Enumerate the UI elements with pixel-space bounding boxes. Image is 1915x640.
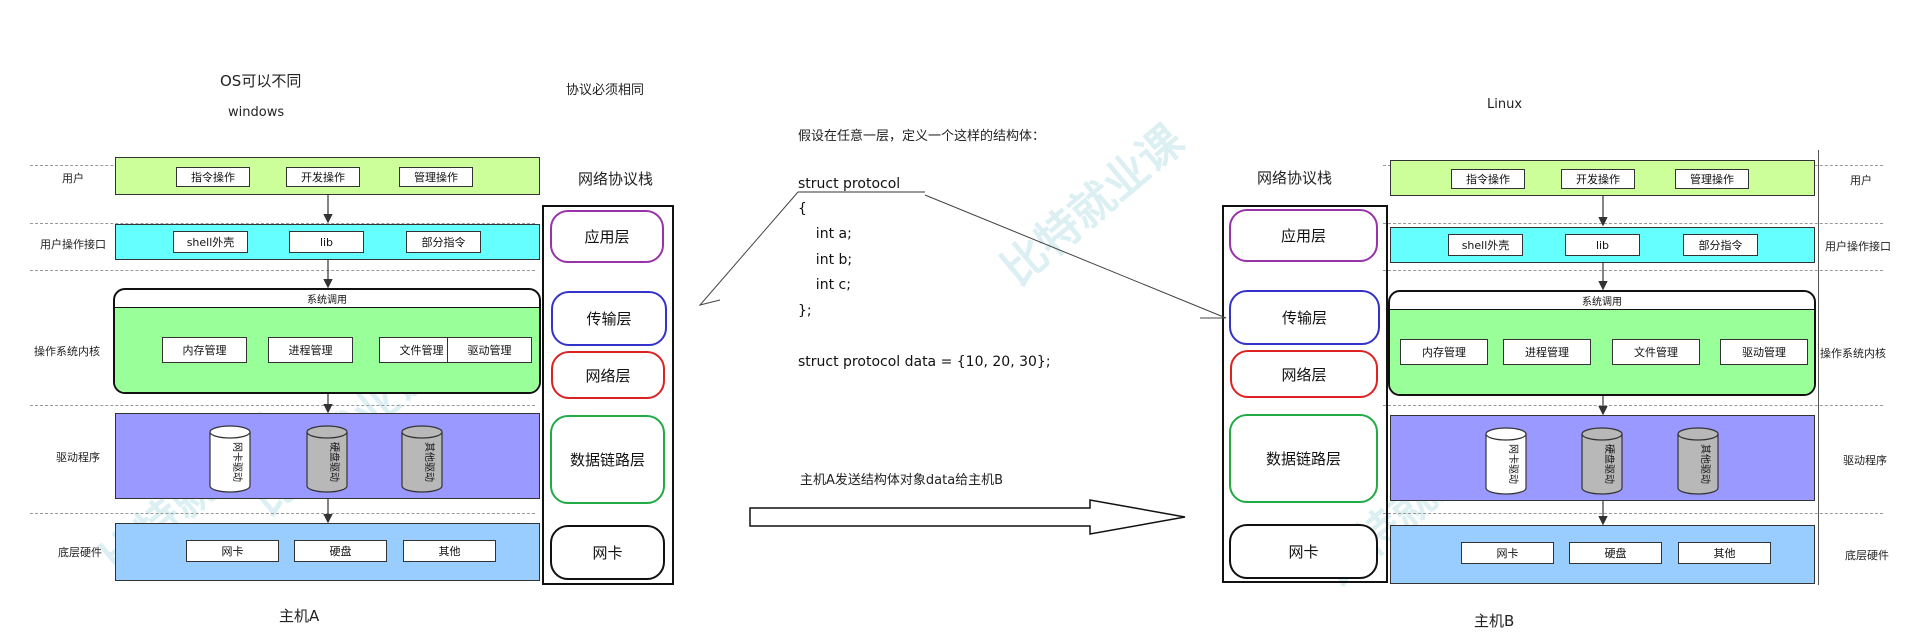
- driver-cylinder-other: [401, 425, 443, 493]
- application-layer: 应用层: [550, 210, 664, 263]
- code-intro: 假设在任意一层，定义一个这样的结构体：: [798, 129, 1046, 144]
- kernel-item-box: 文件管理: [1612, 339, 1700, 365]
- hw-item-box: 其他: [403, 540, 496, 562]
- user-op-box: 管理操作: [1675, 169, 1749, 189]
- send-note: 主机A发送结构体对象data给主机B: [800, 473, 1004, 488]
- user-band-right: 指令操作 开发操作 管理操作: [1390, 160, 1815, 196]
- row-label-kernel: 操作系统内核: [1820, 347, 1886, 360]
- api-item-box: shell外壳: [1448, 234, 1523, 256]
- protocol-note: 协议必须相同: [566, 83, 645, 98]
- syscall-title: 系统调用: [307, 295, 347, 306]
- driver-cylinder-disk: [306, 425, 348, 493]
- driver-label: 网卡驱动: [231, 442, 244, 482]
- application-layer: 应用层: [1229, 209, 1378, 262]
- user-band-left: 指令操作 开发操作 管理操作: [115, 157, 540, 195]
- driver-cylinder-nic: [209, 425, 251, 493]
- driver-cylinder-disk: [1581, 427, 1623, 495]
- row-label-driver: 驱动程序: [1843, 454, 1887, 467]
- send-arrow: [749, 499, 1186, 535]
- kernel-item-box: 内存管理: [1400, 339, 1488, 365]
- connector-line-right: [924, 194, 1227, 319]
- code-line: {: [798, 201, 807, 217]
- kernel-band-left: 系统调用 内存管理 进程管理 文件管理 驱动管理: [113, 288, 541, 394]
- driver-cylinder-nic: [1485, 427, 1527, 495]
- row-label-api: 用户操作接口: [1825, 240, 1891, 253]
- hw-band-right: 网卡 硬盘 其他: [1390, 525, 1815, 584]
- nic-layer: 网卡: [1229, 524, 1378, 579]
- hw-item-box: 硬盘: [294, 540, 387, 562]
- datalink-layer: 数据链路层: [550, 415, 665, 504]
- network-layer: 网络层: [1230, 350, 1378, 398]
- transport-layer: 传输层: [551, 291, 667, 346]
- user-op-box: 管理操作: [399, 167, 473, 187]
- row-label-user: 用户: [62, 172, 84, 185]
- datalink-layer: 数据链路层: [1229, 414, 1378, 503]
- code-line: int b;: [798, 252, 853, 268]
- code-line: };: [798, 303, 812, 319]
- hw-item-box: 网卡: [1461, 542, 1554, 564]
- nic-layer: 网卡: [550, 525, 665, 580]
- stack-title-right: 网络协议栈: [1257, 169, 1333, 187]
- hw-item-box: 其他: [1678, 542, 1771, 564]
- stack-title-left: 网络协议栈: [578, 170, 654, 188]
- user-op-box: 开发操作: [1561, 169, 1635, 189]
- transport-layer: 传输层: [1229, 290, 1380, 345]
- row-label-driver: 驱动程序: [56, 451, 100, 464]
- row-label-user: 用户: [1850, 174, 1872, 187]
- kernel-band-right: 系统调用 内存管理 进程管理 文件管理 驱动管理: [1388, 290, 1816, 396]
- protocol-stack-left: 应用层 传输层 网络层 数据链路层 网卡: [542, 205, 674, 585]
- driver-label: 硬盘驱动: [328, 442, 341, 482]
- network-layer: 网络层: [551, 351, 665, 399]
- protocol-stack-right: 应用层 传输层 网络层 数据链路层 网卡: [1222, 205, 1388, 583]
- syscall-title: 系统调用: [1582, 297, 1622, 308]
- api-item-box: lib: [1565, 234, 1640, 256]
- hw-band-left: 网卡 硬盘 其他: [115, 523, 540, 581]
- code-line: int c;: [798, 277, 851, 293]
- user-op-box: 指令操作: [176, 167, 250, 187]
- host-a-label: 主机A: [279, 607, 320, 625]
- kernel-item-box: 驱动管理: [447, 337, 532, 363]
- row-label-kernel: 操作系统内核: [34, 345, 100, 358]
- code-line: int a;: [798, 226, 852, 242]
- kernel-item-box: 进程管理: [268, 337, 353, 363]
- os-name-left: windows: [228, 105, 285, 120]
- api-item-box: lib: [289, 231, 364, 253]
- api-item-box: 部分指令: [1683, 234, 1758, 256]
- row-label-hw: 底层硬件: [58, 546, 102, 559]
- user-op-box: 指令操作: [1451, 169, 1525, 189]
- hw-item-box: 硬盘: [1569, 542, 1662, 564]
- api-band-right: shell外壳 lib 部分指令: [1390, 227, 1815, 263]
- row-label-api: 用户操作接口: [40, 238, 106, 251]
- code-line: struct protocol data = {10, 20, 30};: [798, 354, 1051, 370]
- api-item-box: shell外壳: [173, 231, 248, 253]
- driver-label: 网卡驱动: [1507, 444, 1520, 484]
- driver-label: 其他驱动: [423, 442, 436, 482]
- row-label-hw: 底层硬件: [1845, 549, 1889, 562]
- code-line: struct protocol: [798, 176, 901, 192]
- kernel-item-box: 进程管理: [1503, 339, 1591, 365]
- os-name-right: Linux: [1487, 97, 1523, 112]
- kernel-item-box: 内存管理: [162, 337, 247, 363]
- connector-line-left: [698, 191, 799, 306]
- os-note: OS可以不同: [220, 72, 302, 90]
- user-op-box: 开发操作: [286, 167, 360, 187]
- driver-label: 其他驱动: [1699, 444, 1712, 484]
- host-b-label: 主机B: [1474, 612, 1515, 630]
- hw-item-box: 网卡: [186, 540, 279, 562]
- kernel-item-box: 驱动管理: [1720, 339, 1808, 365]
- api-item-box: 部分指令: [406, 231, 481, 253]
- driver-label: 硬盘驱动: [1603, 444, 1616, 484]
- driver-cylinder-other: [1677, 427, 1719, 495]
- api-band-left: shell外壳 lib 部分指令: [115, 224, 540, 260]
